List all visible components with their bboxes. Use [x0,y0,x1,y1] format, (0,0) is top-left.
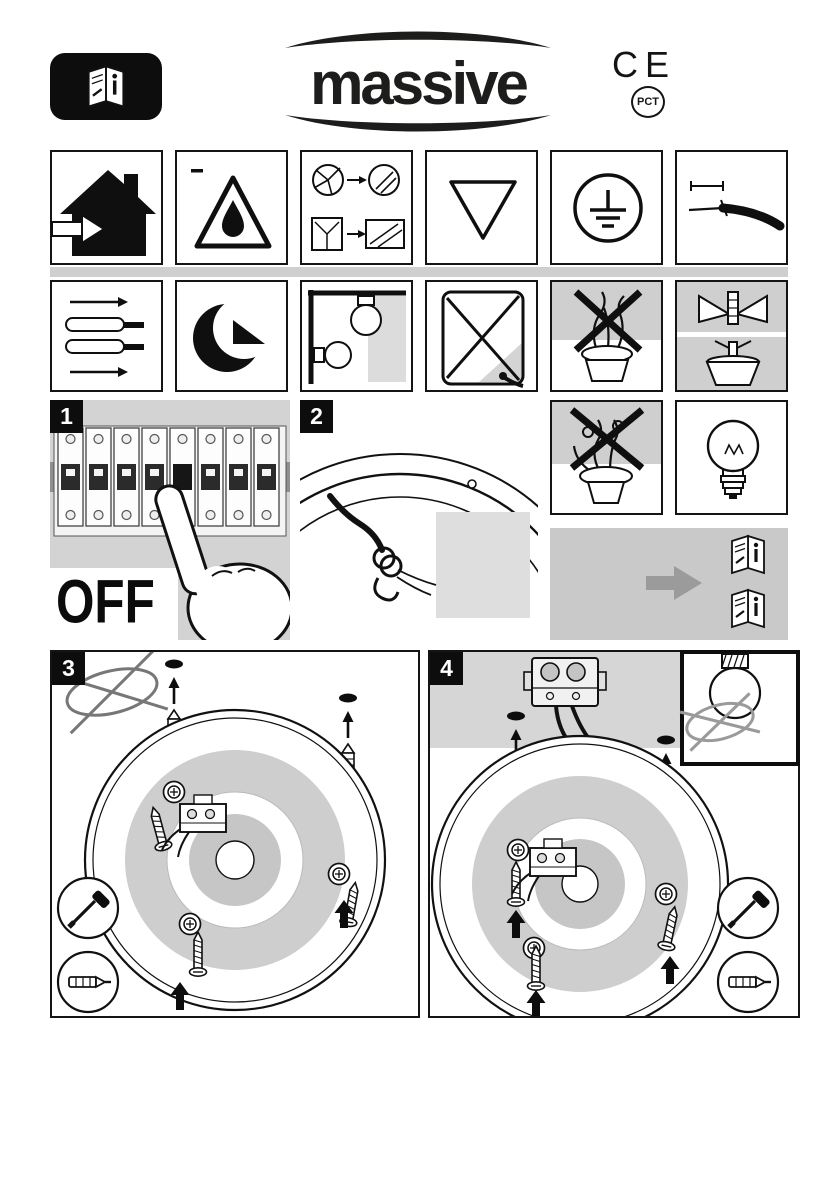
rostest-mark: PCT [631,86,665,118]
ce-mark: CE [612,44,677,85]
picto-bulb [675,400,788,515]
mounting-plate-screws-illustration [52,649,387,1014]
no-enclosed-box-icon [441,290,525,388]
picto-indoor-use [50,150,163,265]
picto-no-enclosed-box [425,280,538,392]
brand-logo: massive [283,24,553,144]
no-twisted-wires-icon [552,402,661,504]
panel-step3 [50,649,420,1018]
mounting-plate [83,708,387,1012]
picto-moisture-warning [175,150,288,265]
brand-wordmark: massive [310,50,529,117]
picto-glass-replace [300,150,413,265]
no-bulb-yet-box [679,650,800,766]
wall-ceiling-mounting-icon [308,290,406,384]
breaker-panel-off-illustration [50,425,294,654]
picto-no-twisted-wires [550,400,663,515]
step-1-badge: 1 [50,400,83,433]
ceiling-bulb-crossed-icon [679,653,762,752]
picto-strip-wires [50,280,163,392]
see-other-manual-panel [550,528,788,640]
read-manual-badge [50,53,162,120]
off-label: OFF [56,568,155,637]
cable-strip-length-icon [688,181,785,231]
next-arrow-icon [646,566,702,600]
divider-band [50,267,788,277]
crossed-out-ellipse-icon [679,692,761,752]
booklet-icon [730,588,766,629]
drill-dowel-icon [56,950,120,1014]
picto-wall-ceiling-mount [300,280,413,392]
instruction-booklet-icon [87,64,125,108]
inverted-triangle-icon [449,180,517,240]
blank-label [436,512,530,618]
earth-ground-icon [573,173,643,243]
drill-dowel-icon [716,950,780,1014]
no-loose-wires-icon [552,282,661,382]
strip-wires-arrows-icon [65,297,144,377]
picto-earth-ground [550,150,663,265]
screwdriver-icon [58,878,118,938]
circuit-breakers [57,427,280,527]
step-3-badge: 3 [52,652,85,685]
panel-step2 [300,400,538,640]
picto-dimmer [175,280,288,392]
dimmer-compatible-icon [193,297,275,372]
picto-no-loose-wires [550,280,663,392]
panel-step1: OFF [50,400,294,654]
picto-spring-clip-mount [675,280,788,392]
pointing-hand [154,484,294,654]
step-2-badge: 2 [300,400,333,433]
screwdriver-icon [718,878,778,938]
brand-swoosh-bottom-icon [285,115,551,132]
broken-glass-replace-icon [311,164,405,251]
plate-wiring-illustration [430,652,798,1034]
indoor-use-house-icon [51,170,156,256]
incandescent-bulb-icon [706,419,760,499]
picto-strip-length [675,150,788,265]
step-4-badge: 4 [430,652,463,685]
spring-clip-mount-icon [677,282,786,390]
mounting-plate [430,734,730,1034]
moisture-warning-triangle-icon [191,169,272,249]
booklet-icon [730,534,766,575]
brand-swoosh-top-icon [285,31,551,48]
ceiling-plate-cable-illustration [300,453,538,618]
picto-triangle-symbol [425,150,538,265]
